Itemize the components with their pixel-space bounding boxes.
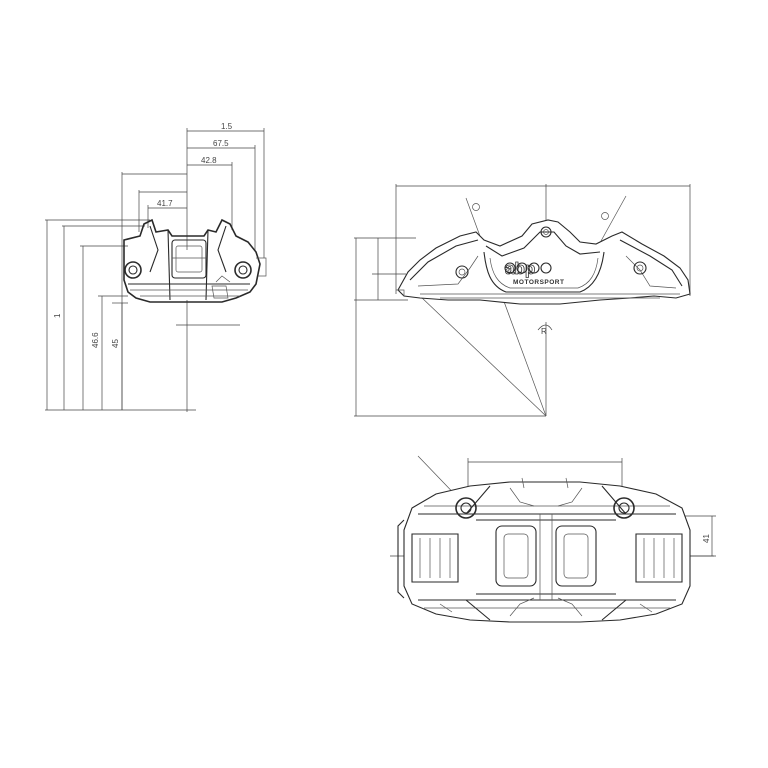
top-view-bolt-left <box>455 497 477 519</box>
dimension-label-radius: R <box>541 327 547 336</box>
top-view-body <box>397 477 691 623</box>
piston-window-right <box>555 525 597 587</box>
top-view: 41 <box>390 455 716 623</box>
front-view-body: abp MOTORSPORT <box>396 219 691 305</box>
brake-pad-right <box>635 533 683 583</box>
logo-subtitle: MOTORSPORT <box>513 279 564 286</box>
dimension-label-45: 45 <box>111 339 120 348</box>
top-view-bolt-right <box>613 497 635 519</box>
brake-pad-left <box>411 533 459 583</box>
dimension-label-1-5: 1.5 <box>221 122 233 131</box>
bleed-screw-right <box>234 261 252 279</box>
bleed-screw-left <box>124 261 142 279</box>
front-view-center-bolt <box>540 226 552 238</box>
dimension-label-1: 1 <box>53 313 62 318</box>
logo-brand: abp <box>505 259 535 278</box>
dimension-label-41: 41 <box>702 534 711 543</box>
dimension-label-46-6: 46.6 <box>91 332 100 348</box>
piston-window-left <box>495 525 537 587</box>
dimension-label-42-8: 42.8 <box>201 156 217 165</box>
dimension-label-41-7: 41.7 <box>157 199 173 208</box>
front-view-bleed-left <box>455 265 469 279</box>
side-view-body <box>123 218 267 303</box>
front-view: R abp MOTORSPORT <box>354 184 691 417</box>
front-view-dimensions: R <box>354 184 691 417</box>
side-view-left-dimensions: 1 46.6 45 <box>45 219 240 412</box>
dimension-label-67-5: 67.5 <box>213 139 229 148</box>
side-view: 1.5 67.5 42.8 41.7 1 <box>45 122 267 412</box>
front-view-bleed-right <box>633 261 647 275</box>
